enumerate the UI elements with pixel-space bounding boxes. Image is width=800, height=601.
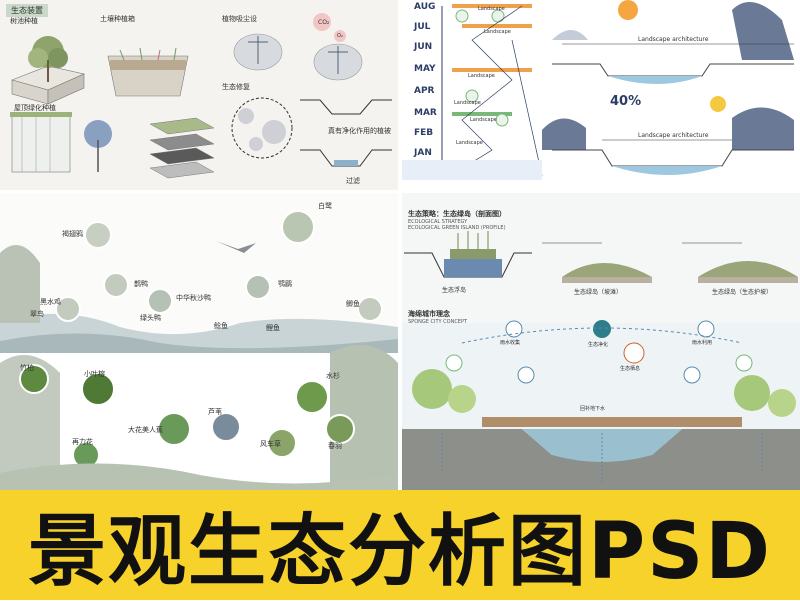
section-plant-absorb-label: 植物吸尘设 bbox=[222, 15, 257, 23]
section-tree-pool-label: 树池种植 bbox=[10, 17, 38, 25]
section-roof-label: 屋顶绿化种植 bbox=[14, 104, 56, 112]
species-illustration bbox=[0, 193, 398, 490]
wetland-label: 真有净化作用的植被 bbox=[328, 127, 391, 135]
timeline-bar-label: Landscape bbox=[468, 73, 495, 79]
month-label: FEB bbox=[414, 128, 434, 138]
title-banner: 景观生态分析图PSD bbox=[0, 490, 800, 600]
plant-label: 风车草 bbox=[260, 440, 281, 448]
ecological-devices-illustration bbox=[10, 13, 392, 179]
plant-label: 芦苇 bbox=[208, 408, 222, 416]
co2-label: CO₂ bbox=[318, 19, 330, 26]
panel-ecological-devices: 生态装置 树池种植 土壤种植箱 植物吸尘设 屋顶绿化种植 生态修复 真有净化作用… bbox=[0, 0, 398, 190]
strategy-title-en: ECOLOGICAL STRATEGY bbox=[408, 219, 468, 225]
plant-label: 大花美人蕉 bbox=[128, 426, 163, 434]
timeline-illustration bbox=[402, 0, 794, 180]
month-label: AUG bbox=[414, 2, 436, 12]
bird-label: 白鹭 bbox=[318, 202, 332, 210]
month-label: JAN bbox=[414, 148, 432, 158]
timeline-bar-label: Landscape bbox=[484, 29, 511, 35]
banner-title: 景观生态分析图PSD bbox=[27, 507, 773, 597]
panel-title: 生态装置 bbox=[6, 4, 48, 17]
section-restore-label: 生态修复 bbox=[222, 83, 250, 91]
sponge-node-label: 雨水利用 bbox=[692, 340, 713, 346]
month-label: JUN bbox=[414, 42, 433, 52]
o2-label: O₂ bbox=[337, 33, 343, 39]
plant-label: 春羽 bbox=[328, 442, 342, 450]
strategy-title: 生态策略：生态绿岛（剖面图） bbox=[408, 210, 506, 218]
sponge-node-label: 雨水收集 bbox=[500, 340, 521, 346]
sponge-node-label: 回补地下水 bbox=[580, 406, 606, 412]
bird-label: 绿头鸭 bbox=[140, 314, 161, 322]
plant-label: 竹柏 bbox=[20, 364, 34, 372]
island-label: 生态绿岛（生态护坡） bbox=[712, 289, 773, 296]
bird-label: 鲤鱼 bbox=[266, 324, 280, 332]
plant-label: 再力花 bbox=[72, 438, 93, 446]
panel-ecological-strategy: 生态策略：生态绿岛（剖面图） ECOLOGICAL STRATEGY ECOLO… bbox=[402, 193, 800, 490]
month-label: APR bbox=[414, 86, 435, 96]
bird-label: 褐翅鸦 bbox=[62, 230, 83, 238]
month-label: JUL bbox=[414, 22, 431, 32]
panel-species: 褐翅鸦 白鹭 鹊鸭 黑水鸡 绿头鸭 中华秋沙鸭 鹗鹛 翠鸟 鲶鱼 鲤鱼 鲫鱼 水… bbox=[0, 193, 398, 490]
month-label: MAY bbox=[414, 64, 436, 74]
timeline-bar-label: Landscape bbox=[470, 117, 497, 123]
island-label: 生态浮岛 bbox=[442, 287, 467, 294]
month-label: MAR bbox=[414, 108, 437, 118]
island-label: 生态绿岛（坡滩） bbox=[574, 289, 623, 296]
strategy-subtitle-en: ECOLOGICAL GREEN ISLAND (PROFILE) bbox=[408, 225, 506, 231]
bird-label: 黑水鸡 bbox=[40, 298, 61, 306]
section-soil-label: 土壤种植箱 bbox=[100, 15, 135, 23]
bird-label: 翠鸟 bbox=[30, 310, 44, 318]
bird-label: 鹊鸭 bbox=[134, 280, 148, 288]
timeline-bar-label: Landscape bbox=[454, 100, 481, 106]
strategy-illustration bbox=[402, 231, 800, 490]
percent-value: 40% bbox=[610, 94, 642, 109]
plant-label: 小叶榕 bbox=[84, 370, 105, 378]
filter-label: 过滤 bbox=[346, 177, 360, 185]
bird-label: 中华秋沙鸭 bbox=[176, 294, 211, 302]
sponge-city-title-en: SPONGE CITY CONCEPT bbox=[408, 319, 468, 325]
bird-label: 鲫鱼 bbox=[346, 300, 360, 308]
sponge-node-label: 生态栖息 bbox=[620, 366, 641, 372]
timeline-bar-label: Landscape bbox=[456, 140, 483, 146]
plant-label: 水杉 bbox=[326, 372, 340, 380]
bird-label: 鹗鹛 bbox=[278, 280, 292, 288]
sponge-node-label: 生态净化 bbox=[588, 342, 609, 348]
landscape-architecture-label: Landscape architecture bbox=[638, 36, 709, 43]
bird-label: 鲶鱼 bbox=[214, 322, 228, 330]
landscape-architecture-label: Landscape architecture bbox=[638, 132, 709, 139]
panel-timeline-landscape: AUG JUL JUN MAY APR MAR FEB JAN bbox=[402, 0, 800, 190]
sponge-city-title: 海绵城市理念 bbox=[408, 310, 450, 318]
timeline-bar-label: Landscape bbox=[478, 6, 505, 12]
